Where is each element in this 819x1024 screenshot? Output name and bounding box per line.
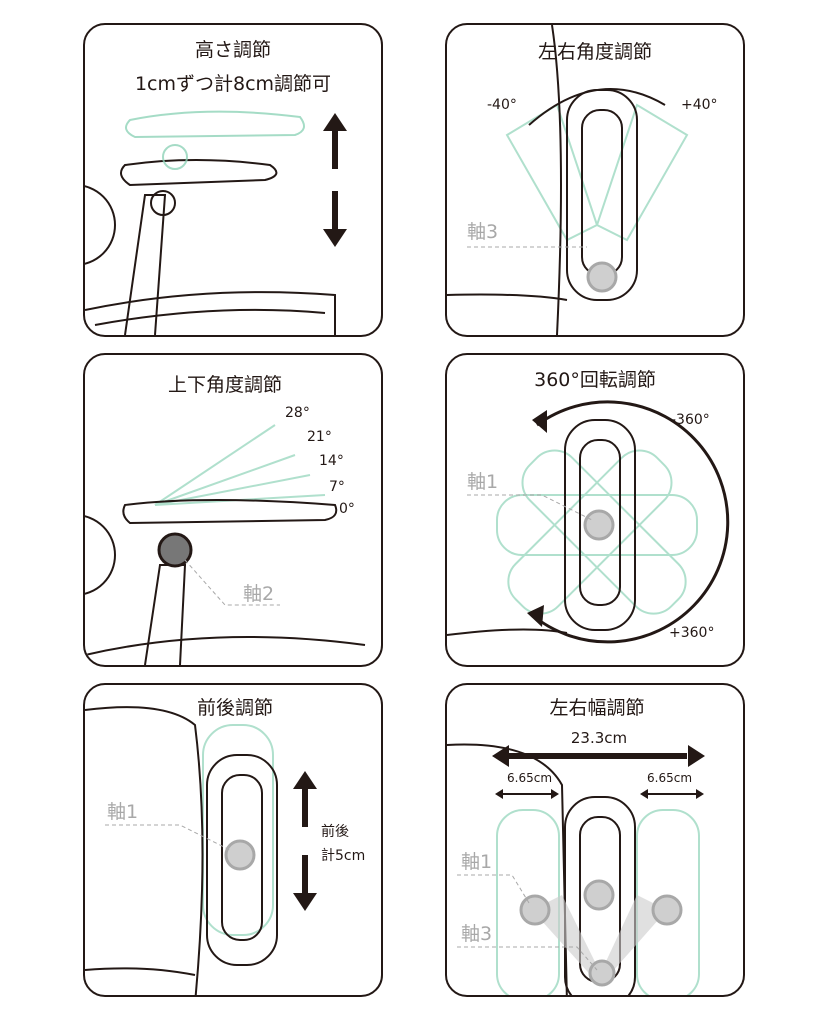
panel-height-adjust: 高さ調節 1cmずつ計8cm調節可	[83, 23, 383, 337]
height-illustration	[85, 110, 347, 335]
panel-rotation-adjust: 360°回転調節 -360° +360° 軸1	[445, 353, 745, 667]
angle-label-7: 7°	[329, 479, 345, 495]
angle-label-0: 0°	[339, 501, 355, 517]
left-width-label: 6.65cm	[507, 771, 553, 785]
angle-label-14: 14°	[319, 453, 344, 469]
angle-label-28: 28°	[285, 405, 310, 421]
pitch-illustration	[85, 424, 366, 665]
dimension-arrows	[492, 745, 705, 799]
axis-label: 軸1	[107, 801, 139, 823]
panel-title: 高さ調節	[194, 39, 272, 61]
rotation-illustration	[447, 400, 730, 644]
front-back-arrows	[293, 771, 317, 911]
right-angle-label: +40°	[681, 97, 718, 113]
total-width-label: 23.3cm	[570, 729, 628, 747]
panel-title: 上下角度調節	[167, 374, 283, 396]
axis-label: 軸1	[467, 471, 499, 493]
axis-label: 軸2	[243, 583, 275, 605]
minus-360-label: -360°	[671, 412, 710, 428]
panel-front-back-adjust: 前後調節 前後 計5cm 軸1	[83, 683, 383, 997]
panel-width-adjust: 左右幅調節 23.3cm 6.65cm 6.65cm 軸1 軸3	[445, 683, 745, 997]
panel-title: 前後調節	[196, 697, 274, 719]
panel-subtitle: 1cmずつ計8cm調節可	[134, 73, 332, 95]
range-label: 前後	[321, 824, 349, 840]
panel-yaw-adjust: 左右角度調節 -40° +40° 軸3	[445, 23, 745, 337]
front-back-illustration	[85, 706, 317, 995]
panel-title: 左右幅調節	[549, 697, 645, 719]
plus-360-label: +360°	[669, 625, 715, 641]
axis-label: 軸3	[467, 221, 499, 243]
up-down-arrows	[323, 113, 347, 247]
left-angle-label: -40°	[487, 97, 517, 113]
axis-1-label: 軸1	[461, 851, 493, 873]
range-value: 計5cm	[321, 848, 366, 864]
yaw-illustration	[447, 25, 689, 335]
panel-title: 左右角度調節	[537, 41, 653, 63]
panel-title: 360°回転調節	[534, 369, 656, 391]
right-width-label: 6.65cm	[647, 771, 693, 785]
width-illustration	[447, 743, 705, 995]
axis-3-label: 軸3	[461, 923, 493, 945]
panel-pitch-adjust: 上下角度調節 28° 21° 14° 7° 0° 軸2	[83, 353, 383, 667]
angle-label-21: 21°	[307, 429, 332, 445]
